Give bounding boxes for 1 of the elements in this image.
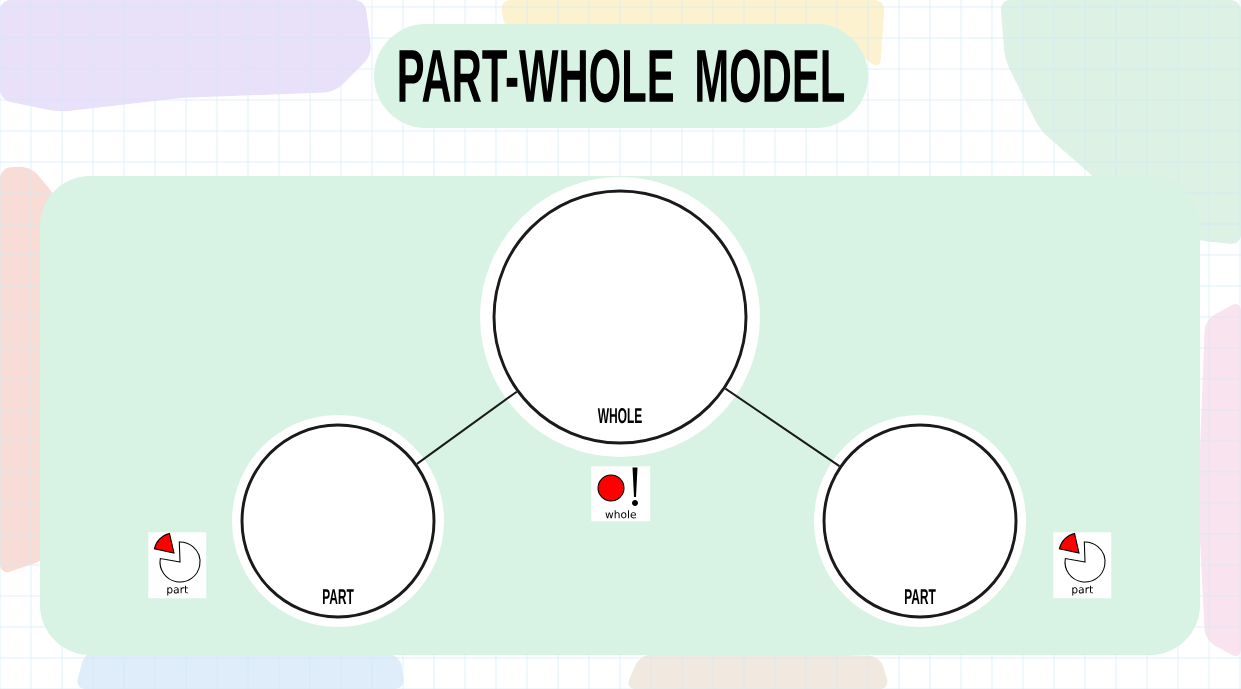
title-pill: PART-WHOLE MODEL: [374, 24, 868, 128]
